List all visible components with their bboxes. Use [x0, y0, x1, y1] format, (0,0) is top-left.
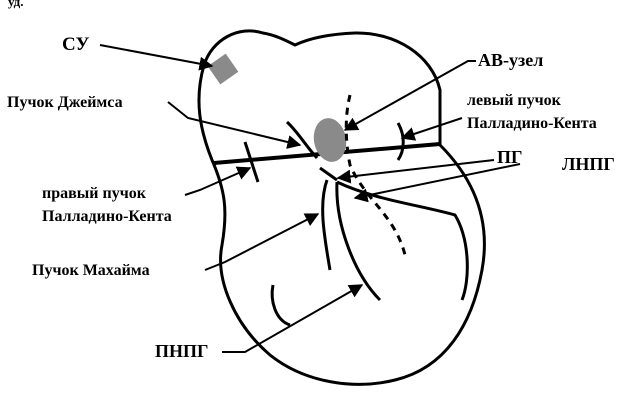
label-left-kent-line1: левый пучок	[467, 92, 562, 109]
dashed-pathway	[346, 95, 405, 255]
leader-his-bundle	[338, 160, 494, 178]
his-bundle-path	[320, 168, 337, 180]
leader-left-bundle-branch	[355, 164, 520, 198]
label-left-bundle-branch: ЛНПГ	[562, 154, 615, 174]
left-kent-bundle-mark	[398, 123, 403, 160]
left-bundle-branch-path	[337, 182, 467, 300]
lower-branch-fiber	[272, 285, 290, 325]
mahaim-bundle-path	[323, 180, 330, 270]
label-sinus-node: СУ	[62, 34, 89, 55]
header-fragment: уд.	[8, 0, 24, 9]
leader-right-bundle-branch	[222, 285, 362, 352]
james-bundle-path	[287, 122, 317, 158]
label-right-kent-line2: Палладино-Кента	[42, 208, 172, 225]
right-bundle-branch-path	[337, 182, 380, 300]
label-james-bundle: Пучок Джеймса	[7, 94, 123, 111]
label-right-bundle-branch: ПНПГ	[155, 341, 208, 361]
leader-james-bundle	[168, 102, 300, 145]
label-left-kent-line2: Палладино-Кента	[467, 115, 597, 132]
label-his-bundle: ПГ	[497, 147, 522, 167]
leader-sinus-node	[100, 45, 212, 66]
leader-left-kent	[402, 118, 462, 138]
sinus-node	[208, 54, 239, 85]
heart-outline	[199, 31, 484, 384]
label-right-kent-line1: правый пучок	[42, 185, 147, 202]
label-av-node: АВ-узел	[478, 50, 543, 70]
label-mahaim-bundle: Пучок Махайма	[32, 262, 150, 279]
